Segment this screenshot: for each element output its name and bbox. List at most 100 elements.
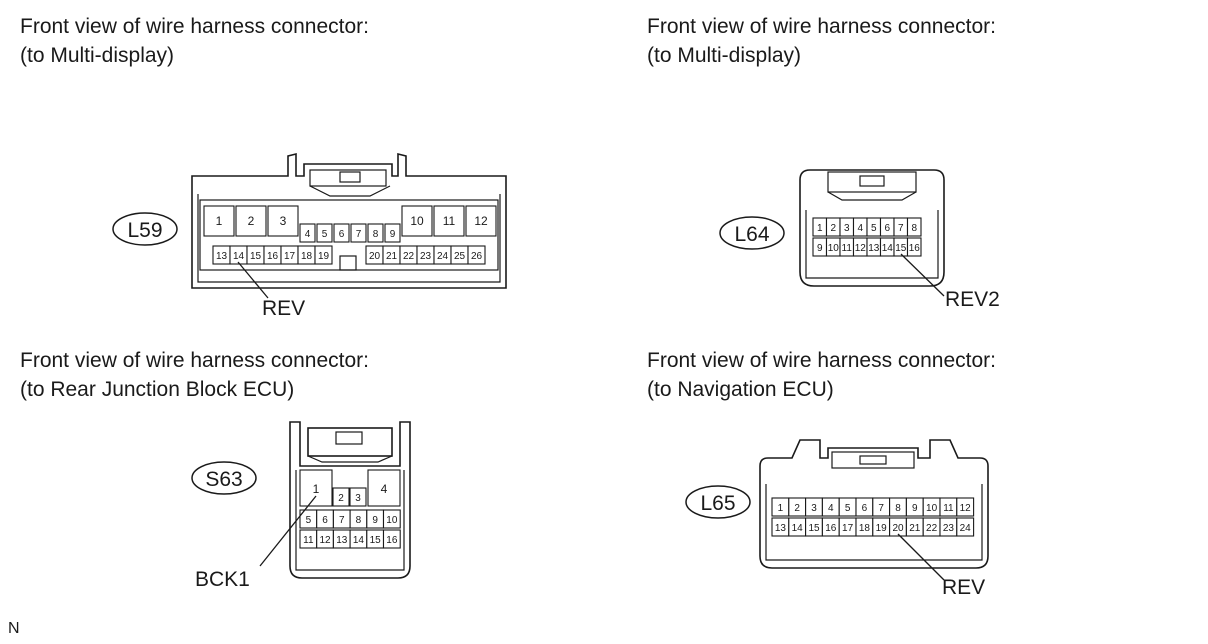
pin-l59-16: 16 — [263, 245, 282, 265]
svg-text:17: 17 — [284, 251, 296, 262]
pin-l65-13: 13 — [771, 517, 790, 537]
svg-text:21: 21 — [386, 251, 398, 262]
pin-l59-5: 5 — [316, 223, 333, 243]
connector-l59-key — [339, 255, 357, 271]
pin-l65-7: 7 — [872, 497, 891, 517]
svg-text:1: 1 — [817, 223, 823, 234]
svg-text:15: 15 — [808, 523, 820, 534]
svg-text:L65: L65 — [700, 492, 735, 515]
svg-text:22: 22 — [403, 251, 415, 262]
pin-s63-4: 4 — [367, 469, 401, 507]
svg-text:14: 14 — [353, 535, 365, 546]
pin-s63-1: 1 — [299, 469, 333, 507]
svg-text:4: 4 — [857, 223, 863, 234]
svg-text:12: 12 — [960, 503, 972, 514]
svg-text:10: 10 — [828, 243, 840, 254]
svg-text:16: 16 — [267, 251, 279, 262]
svg-text:19: 19 — [876, 523, 888, 534]
pin-l59-8: 8 — [367, 223, 384, 243]
pin-l65-21: 21 — [905, 517, 924, 537]
pin-l65-22: 22 — [922, 517, 941, 537]
svg-text:6: 6 — [322, 515, 328, 526]
svg-text:24: 24 — [960, 523, 972, 534]
pin-l65-18: 18 — [855, 517, 874, 537]
pin-l65-15: 15 — [805, 517, 823, 537]
callout-label-s63: BCK1 — [195, 568, 250, 591]
svg-text:8: 8 — [356, 515, 362, 526]
connector-l64-pins: 1 2 3 4 5 6 7 8 9 10 11 12 13 14 15 16 — [812, 217, 922, 257]
caption-l65-line1: Front view of wire harness connector: — [647, 349, 996, 372]
svg-text:22: 22 — [926, 523, 938, 534]
pin-l65-20: 20 — [889, 517, 907, 537]
svg-text:15: 15 — [250, 251, 262, 262]
callout-label-l64: REV2 — [945, 288, 1000, 311]
svg-text:L64: L64 — [734, 223, 769, 246]
pin-l65-12: 12 — [956, 497, 975, 517]
svg-text:21: 21 — [909, 523, 921, 534]
svg-text:7: 7 — [878, 503, 884, 514]
pin-l65-14: 14 — [788, 517, 807, 537]
svg-text:4: 4 — [381, 482, 388, 496]
svg-text:3: 3 — [811, 503, 817, 514]
svg-text:6: 6 — [339, 229, 345, 240]
pin-l64-16: 16 — [906, 237, 922, 257]
svg-text:13: 13 — [775, 523, 787, 534]
svg-text:6: 6 — [884, 223, 890, 234]
svg-text:2: 2 — [248, 214, 255, 228]
svg-text:6: 6 — [862, 503, 868, 514]
svg-text:11: 11 — [303, 535, 314, 546]
svg-text:14: 14 — [233, 251, 245, 262]
pin-l65-17: 17 — [838, 517, 857, 537]
svg-text:15: 15 — [895, 243, 907, 254]
svg-text:11: 11 — [943, 503, 954, 514]
caption-l59-line1: Front view of wire harness connector: — [20, 15, 369, 38]
pin-l64-1: 1 — [812, 217, 828, 237]
pin-l59-11: 11 — [433, 205, 465, 237]
svg-text:4: 4 — [828, 503, 834, 514]
svg-text:1: 1 — [778, 503, 784, 514]
pin-l64-8: 8 — [906, 217, 922, 237]
svg-text:3: 3 — [355, 493, 361, 504]
svg-text:8: 8 — [911, 223, 917, 234]
pin-l64-6: 6 — [879, 217, 895, 237]
svg-text:1: 1 — [216, 214, 223, 228]
pin-l65-24: 24 — [956, 517, 975, 537]
svg-text:2: 2 — [830, 223, 836, 234]
caption-s63-line2: (to Rear Junction Block ECU) — [20, 378, 295, 401]
pin-l64-3: 3 — [839, 217, 855, 237]
pin-l59-9: 9 — [384, 223, 401, 243]
pin-l59-26: 26 — [467, 245, 486, 265]
callout-line-l64 — [900, 253, 945, 297]
pin-s63-3: 3 — [349, 487, 367, 507]
svg-text:23: 23 — [420, 251, 432, 262]
pin-l65-11: 11 — [939, 497, 958, 517]
pin-l59-4: 4 — [299, 223, 316, 243]
footer-mark: N — [8, 620, 20, 637]
pin-l65-19: 19 — [872, 517, 891, 537]
pin-l59-19: 19 — [314, 245, 333, 265]
svg-text:9: 9 — [817, 243, 823, 254]
svg-text:16: 16 — [909, 243, 921, 254]
svg-text:13: 13 — [336, 535, 348, 546]
svg-text:10: 10 — [926, 503, 938, 514]
pin-l65-5: 5 — [838, 497, 857, 517]
svg-text:3: 3 — [844, 223, 850, 234]
svg-text:26: 26 — [471, 251, 483, 262]
pin-l65-16: 16 — [821, 517, 840, 537]
svg-text:12: 12 — [474, 214, 488, 228]
svg-text:14: 14 — [882, 243, 894, 254]
svg-text:16: 16 — [386, 535, 398, 546]
pin-l59-10: 10 — [401, 205, 433, 237]
svg-text:3: 3 — [280, 214, 287, 228]
connector-l64-code-tag: L64 — [719, 216, 785, 250]
pin-l65-10: 10 — [922, 497, 941, 517]
svg-text:10: 10 — [410, 214, 424, 228]
pin-l59-3: 3 — [267, 205, 299, 237]
svg-text:25: 25 — [454, 251, 466, 262]
svg-text:12: 12 — [855, 243, 867, 254]
svg-text:9: 9 — [390, 229, 396, 240]
svg-text:9: 9 — [912, 503, 918, 514]
